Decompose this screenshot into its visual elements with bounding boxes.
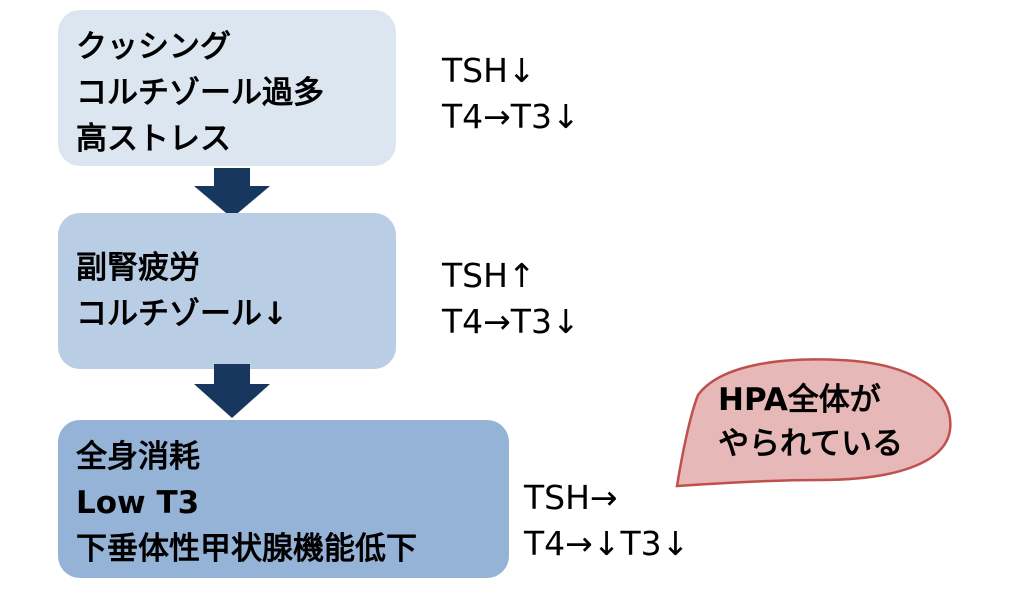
- note-line: TSH↑: [442, 256, 536, 295]
- note-line: T4→T3↓: [442, 302, 580, 341]
- box-line: 高ストレス: [76, 121, 231, 157]
- hormone-note-1: TSH↓ T4→T3↓: [442, 48, 580, 140]
- box-line: クッシング: [76, 29, 231, 65]
- note-line: TSH→: [524, 478, 618, 517]
- box-line: 全身消耗: [76, 439, 200, 475]
- note-line: T4→↓T3↓: [524, 524, 690, 563]
- down-arrow-icon: [194, 168, 270, 218]
- stage-exhaustion-box: 全身消耗 Low T3 下垂体性甲状腺機能低下: [58, 420, 509, 578]
- callout-line: やられている: [718, 426, 904, 462]
- box-line: コルチゾール過多: [76, 75, 324, 111]
- callout-text: HPA全体が やられている: [718, 378, 903, 466]
- box-line: Low T3: [76, 485, 200, 521]
- stage-cushing-box: クッシング コルチゾール過多 高ストレス: [58, 10, 396, 166]
- note-line: T4→T3↓: [442, 97, 580, 136]
- speech-bubble: [675, 358, 952, 488]
- box-line: 副腎疲労: [76, 250, 200, 286]
- note-line: TSH↓: [442, 51, 536, 90]
- box-line: コルチゾール↓: [76, 296, 288, 332]
- box-line: 下垂体性甲状腺機能低下: [76, 531, 417, 567]
- hormone-note-2: TSH↑ T4→T3↓: [442, 253, 580, 345]
- down-arrow-icon: [194, 364, 270, 418]
- callout-line: HPA全体が: [718, 382, 881, 418]
- hormone-note-3: TSH→ T4→↓T3↓: [524, 475, 689, 567]
- stage-adrenal-fatigue-box: 副腎疲労 コルチゾール↓: [58, 213, 396, 369]
